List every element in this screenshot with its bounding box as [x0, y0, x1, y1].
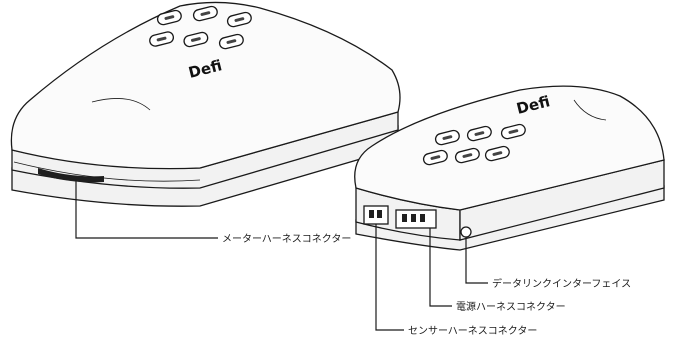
power-connector-pin: [420, 214, 425, 222]
sensor-harness-connector-label: センサーハーネスコネクター: [408, 325, 537, 337]
left-device: Defi: [10, 1, 401, 207]
left-shell-highlight: [91, 98, 151, 111]
left-meter-connector-slot: [38, 168, 104, 183]
left-leader-line: [75, 180, 218, 239]
sensor-connector-pin: [369, 210, 374, 218]
left-button-mark: [190, 37, 201, 42]
left-front-curve: [13, 161, 201, 182]
sensor-connector-pin: [377, 210, 382, 218]
right-shell-highlight: [573, 99, 607, 121]
left-button-mark: [226, 39, 237, 44]
left-device-top-shell: [10, 1, 401, 170]
data-link-interface-label: データリンクインターフェイス: [492, 277, 631, 290]
power-leader-line: [429, 228, 452, 307]
right-device-top-shell: [354, 85, 665, 211]
right-button-mark: [430, 155, 441, 160]
left-button-mark: [156, 36, 167, 42]
data-link-interface-port[interactable]: [460, 226, 472, 238]
left-button-mark: [234, 17, 245, 22]
sensor-leader-line: [375, 224, 404, 331]
right-button-mark: [462, 153, 473, 158]
left-button-grid: [149, 5, 252, 50]
sensor-harness-connector[interactable]: [363, 205, 389, 225]
right-button-mark: [474, 131, 485, 136]
power-harness-connector-label: 電源ハーネスコネクター: [456, 300, 566, 313]
left-button-mark: [164, 15, 175, 20]
meter-harness-connector-label: メーターハーネスコネクター: [222, 233, 351, 245]
right-button-grid: [422, 123, 526, 166]
right-button-mark: [508, 129, 519, 134]
power-connector-pin: [402, 214, 407, 222]
data-link-leader-line: [465, 237, 488, 284]
right-device: Defi: [354, 85, 665, 251]
right-button-mark: [442, 135, 453, 140]
left-button-mark: [200, 11, 211, 16]
right-button-mark: [492, 151, 503, 156]
power-connector-pin: [411, 214, 416, 222]
